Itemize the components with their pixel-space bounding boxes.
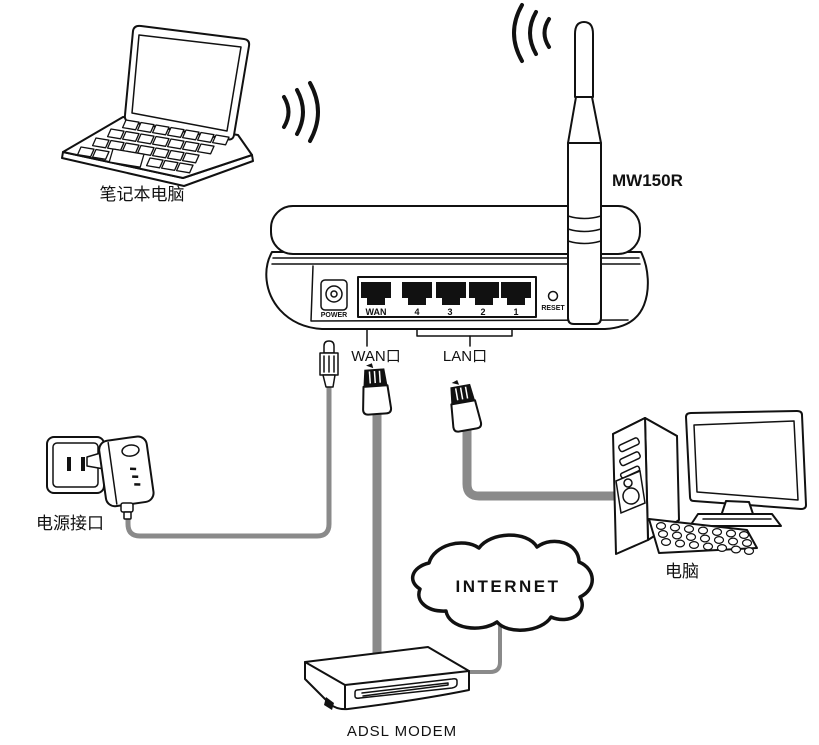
router-model-label: MW150R: [612, 171, 683, 190]
reset-label: RESET: [541, 305, 565, 312]
wifi-waves-antenna: [512, 3, 551, 63]
adsl-modem: [304, 646, 470, 711]
laptop-keyboard: [76, 119, 230, 174]
port-callouts: WAN口 LAN口: [351, 329, 513, 365]
lan-port-label-1: 1: [513, 307, 518, 317]
wifi-waves-laptop: [282, 81, 320, 143]
reset-button: [547, 290, 559, 302]
internet-label: INTERNET: [456, 577, 561, 596]
wan-port-label: WAN: [366, 307, 387, 317]
laptop-illustration: [61, 24, 254, 187]
laptop-trackpad: [108, 148, 145, 168]
lan-port-label-2: 2: [480, 307, 485, 317]
laptop-label: 笔记本电脑: [100, 185, 185, 204]
wan-callout-label: WAN口: [351, 348, 400, 365]
power-adapter: [86, 435, 155, 520]
router-antenna: [567, 21, 602, 325]
lan-cable-plug: [444, 376, 483, 434]
power-port-label: POWER: [321, 312, 347, 319]
lan-cable: [462, 424, 615, 501]
desktop-pc-illustration: [612, 410, 807, 556]
internet-line: [468, 626, 502, 674]
wall-outlet: [46, 436, 105, 494]
power-cable: [125, 385, 332, 539]
lan-callout-label: LAN口: [443, 348, 487, 365]
power-plug: [319, 340, 339, 388]
lan-port-label-4: 4: [414, 307, 419, 317]
wan-cable-plug: [358, 361, 393, 416]
desktop-label: 电脑: [665, 562, 699, 581]
power-outlet-label: 电源接口: [36, 514, 104, 533]
internet-cloud: INTERNET: [410, 533, 594, 632]
modem-label: ADSL MODEM: [347, 723, 457, 740]
lan-port-label-3: 3: [447, 307, 452, 317]
